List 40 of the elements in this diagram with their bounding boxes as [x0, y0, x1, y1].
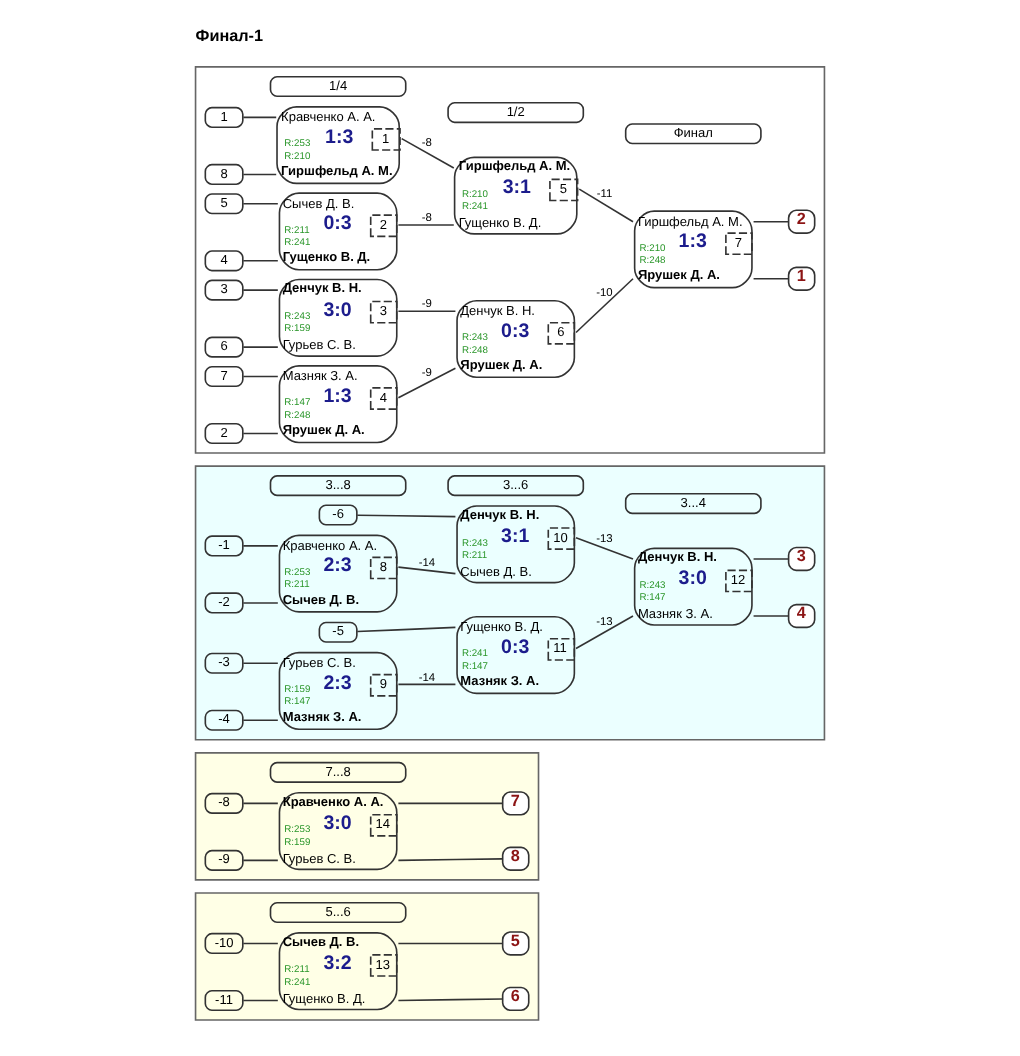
connector: [752, 220, 790, 223]
connector: [397, 802, 504, 805]
connector: [356, 514, 457, 518]
connector: [242, 432, 279, 435]
cluster: [194, 465, 826, 741]
connector: [242, 375, 279, 378]
connector: [397, 310, 457, 313]
connector: [575, 615, 634, 650]
connector: [397, 942, 504, 945]
connector: [242, 116, 277, 119]
connector: [397, 367, 457, 399]
connector: [575, 277, 634, 334]
cluster: [194, 66, 826, 454]
connector: [242, 942, 279, 945]
connector: [397, 566, 457, 575]
connector: [242, 346, 279, 348]
connector: [397, 224, 455, 226]
connector: [242, 719, 279, 722]
connector: [242, 859, 279, 862]
connector: [397, 858, 504, 862]
connector: [242, 602, 279, 604]
diagram-title: Финал-1: [195, 26, 264, 45]
connector: [242, 289, 279, 291]
connector: [242, 173, 277, 176]
connector: [242, 999, 279, 1002]
connector: [578, 188, 634, 223]
cluster: [194, 892, 540, 1021]
connector: [400, 137, 455, 169]
connector: [397, 683, 457, 686]
connector: [242, 802, 279, 805]
connector: [242, 662, 279, 665]
connector: [397, 998, 504, 1002]
connector: [242, 202, 279, 205]
connector: [752, 277, 790, 280]
connector: [575, 536, 634, 560]
connector: [752, 558, 790, 560]
connector: [242, 545, 279, 547]
connector: [752, 615, 790, 617]
cluster: [194, 752, 540, 881]
connector: [242, 260, 279, 262]
